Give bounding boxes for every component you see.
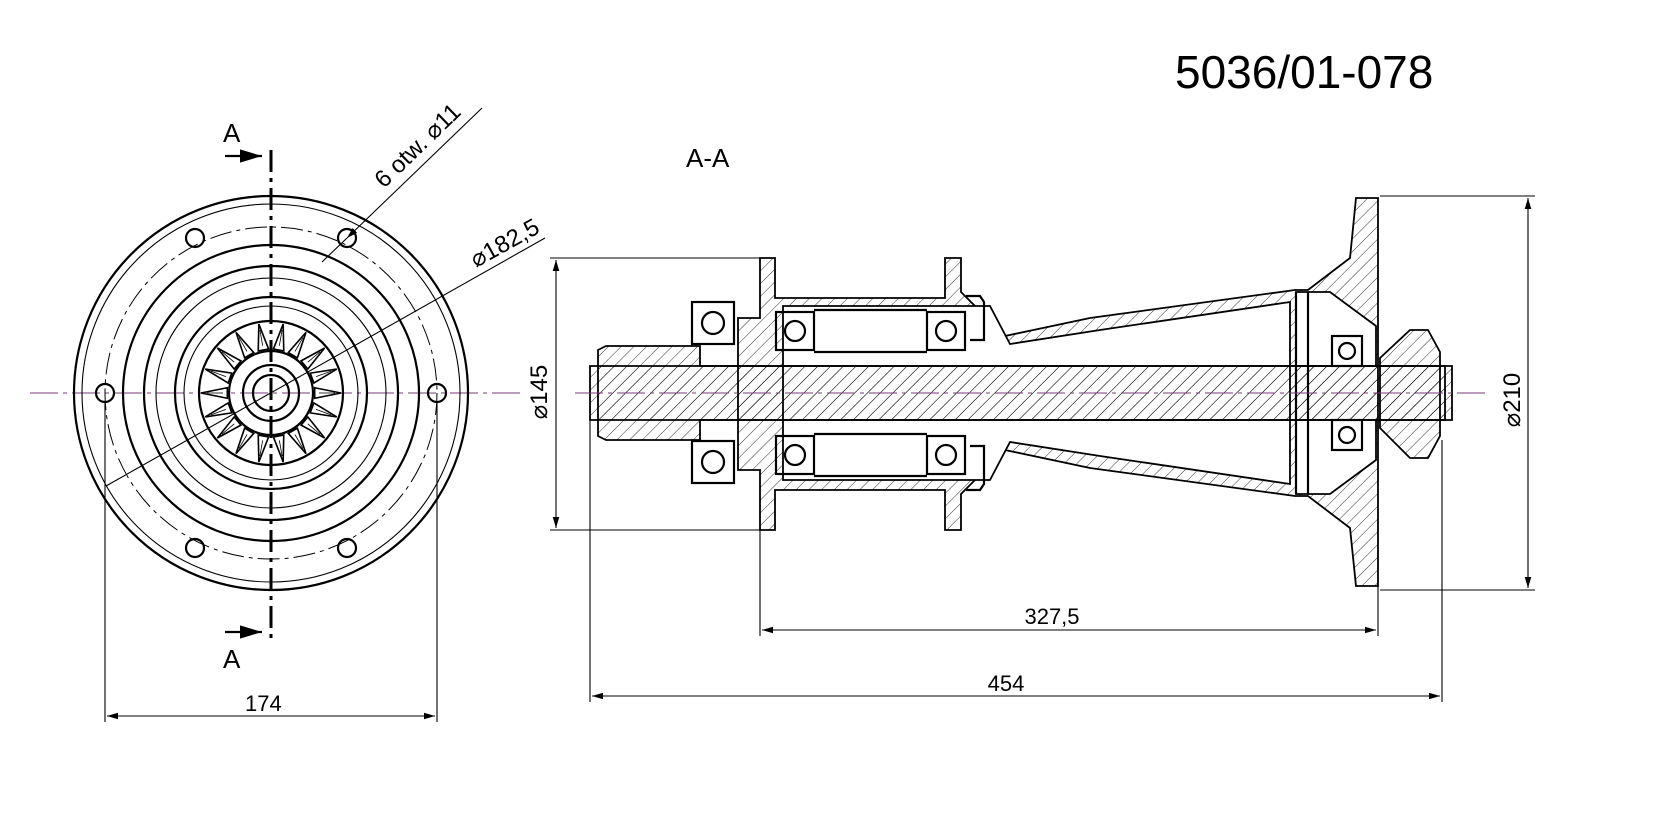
spline-tooth-ridge (278, 329, 283, 346)
spline-tooth (235, 427, 255, 455)
hub-length-dimension: 327,5 (1024, 604, 1079, 629)
spline-tooth-ridge (294, 337, 304, 352)
spline-tooth-ridge (259, 440, 264, 457)
inner-bearing-ball (783, 319, 807, 343)
flange-bearing-ball (1337, 425, 1357, 445)
spline-tooth (299, 415, 326, 439)
holes-note: 6 otw. ⌀11 (369, 98, 466, 193)
front-body-ring (173, 295, 369, 491)
inner-bearing (925, 434, 967, 476)
spline-tooth (272, 323, 285, 352)
spline-tooth (204, 368, 233, 385)
bore-diameter-dimension: ⌀145 (526, 365, 553, 420)
section-marker-bottom: A (223, 644, 241, 674)
spline-tooth (309, 368, 338, 385)
outer-bearing-ball (700, 449, 726, 475)
spline-hub (200, 323, 342, 463)
spline-tooth (257, 434, 270, 463)
spline-tooth (204, 401, 233, 418)
holes-leader (346, 107, 483, 239)
spline-tooth (287, 331, 307, 359)
spline-tooth-ridge (210, 370, 227, 377)
drawing-number: 5036/01-078 (1175, 46, 1433, 98)
seal-ring-upper (966, 294, 986, 342)
spline-tooth-ridge (259, 329, 264, 346)
outer-bearing-upper (690, 300, 736, 346)
spline-tooth-ridge (294, 434, 304, 449)
spline-tooth (257, 323, 270, 352)
spline-tooth (235, 331, 255, 359)
holes-leader-inner (321, 237, 348, 263)
spline-tooth (299, 347, 326, 371)
spline-tooth (287, 427, 307, 455)
front-width-dimension: 174 (245, 691, 282, 716)
bolt-hole (184, 537, 206, 559)
spline-tooth-ridge (238, 434, 248, 449)
section-title: A-A (686, 143, 730, 173)
spline-tooth (309, 401, 338, 418)
inner-bearing (774, 310, 816, 352)
inner-bearing-ball (934, 443, 958, 467)
flange-bearing-ball (1337, 341, 1357, 361)
spline-tooth-ridge (307, 351, 321, 363)
flange-diameter-dimension: ⌀210 (1499, 373, 1526, 428)
pitch-circle-leader (105, 237, 546, 487)
overall-length-dimension: 454 (988, 671, 1025, 696)
spline-tooth-ridge (221, 351, 235, 363)
section-marker-top: A (223, 118, 241, 148)
spline-tooth (216, 347, 243, 371)
spline-tooth-ridge (221, 423, 235, 435)
section-view: A-A (526, 143, 1535, 702)
outer-bearing-lower (690, 439, 736, 485)
spline-tooth-ridge (307, 423, 321, 435)
seal-ring-lower (966, 444, 986, 492)
inner-bearing (925, 310, 967, 352)
bevel-gear (1379, 329, 1441, 459)
front-shaft-bore-circle (251, 373, 291, 413)
inner-bearing-ball (934, 319, 958, 343)
spline-tooth-ridge (278, 440, 283, 457)
front-view: A A 6 otw. ⌀11 ⌀182,5 174 (30, 98, 546, 722)
bolt-hole (336, 537, 358, 559)
spline-tooth (216, 415, 243, 439)
spline-tooth-ridge (210, 409, 227, 416)
bolt-hole (184, 227, 206, 249)
pitch-circle-label: ⌀182,5 (466, 214, 544, 274)
outer-bearing-ball (700, 310, 726, 336)
inner-bearing-ball (783, 443, 807, 467)
inner-bearing (774, 434, 816, 476)
spline-tooth (272, 434, 285, 463)
spline-tooth-ridge (315, 370, 332, 377)
spline-tooth-ridge (315, 409, 332, 416)
spline-tooth-ridge (238, 337, 248, 352)
